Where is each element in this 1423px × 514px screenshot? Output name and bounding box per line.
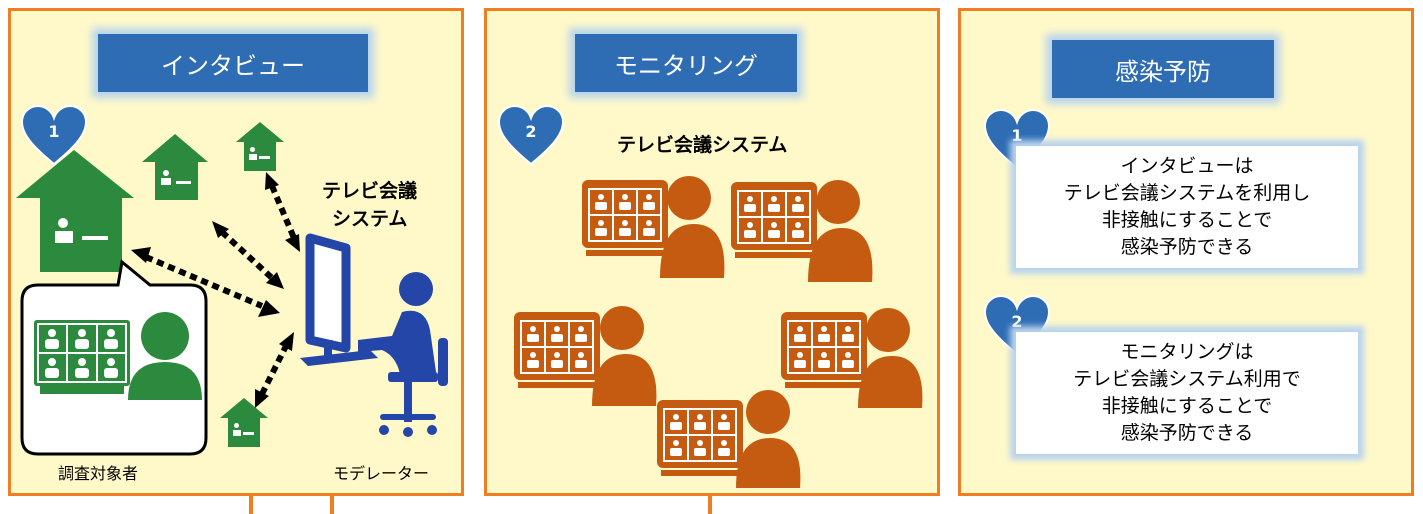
connector-line	[708, 496, 712, 514]
house-icon	[16, 150, 134, 272]
video-call-screen-icon	[781, 312, 867, 388]
moderator-caption: モデレーター	[333, 464, 430, 483]
interview-title: インタビュー	[98, 34, 368, 92]
video-call-screen-icon	[514, 312, 600, 388]
chair-icon	[379, 338, 448, 437]
message-box: インタビューは テレビ会議システムを利用し 非接触にすることで 感染予防できる	[1016, 146, 1358, 268]
video-call-screen-icon	[34, 320, 130, 394]
message-line: 感染予防できる	[1120, 422, 1254, 444]
respondent-caption: 調査対象者	[58, 464, 139, 483]
heart-number: 2	[1011, 312, 1023, 331]
message-line: 非接触にすることで	[1101, 209, 1273, 231]
person-icon	[660, 176, 725, 278]
house-icon	[236, 122, 284, 171]
message-line: 非接触にすることで	[1101, 395, 1273, 417]
person-icon	[128, 312, 202, 400]
system-label: システム	[332, 208, 408, 230]
message-line: テレビ会議システム利用で	[1073, 368, 1301, 390]
message-line: モニタリングは	[1120, 341, 1254, 363]
infection-prevention-title: 感染予防	[1052, 40, 1274, 98]
person-icon	[358, 272, 438, 422]
message-line: テレビ会議システムを利用し	[1063, 182, 1311, 204]
monitoring-title: モニタリング	[575, 34, 797, 92]
video-call-screen-icon	[731, 182, 817, 258]
system-label: テレビ会議	[322, 180, 418, 202]
connector-line	[249, 496, 253, 514]
person-icon	[592, 306, 657, 406]
double-arrow-icon	[144, 184, 297, 396]
connector-line	[330, 496, 334, 514]
person-icon	[858, 308, 923, 408]
message-line: インタビューは	[1120, 155, 1254, 177]
heart-number: 1	[48, 122, 60, 141]
monitor-icon	[300, 233, 378, 366]
person-icon	[808, 180, 873, 282]
message-box: モニタリングは テレビ会議システム利用で 非接触にすることで 感染予防できる	[1016, 332, 1358, 454]
video-call-users	[514, 176, 923, 488]
heart-number: 2	[525, 122, 537, 141]
heart-number: 1	[1011, 126, 1023, 145]
system-label: テレビ会議システム	[617, 134, 788, 156]
house-icon	[142, 134, 208, 200]
video-call-screen-icon	[582, 180, 668, 256]
message-line: 感染予防できる	[1120, 236, 1254, 258]
video-call-screen-icon	[657, 400, 743, 476]
house-icon	[220, 398, 268, 447]
person-icon	[736, 390, 801, 488]
